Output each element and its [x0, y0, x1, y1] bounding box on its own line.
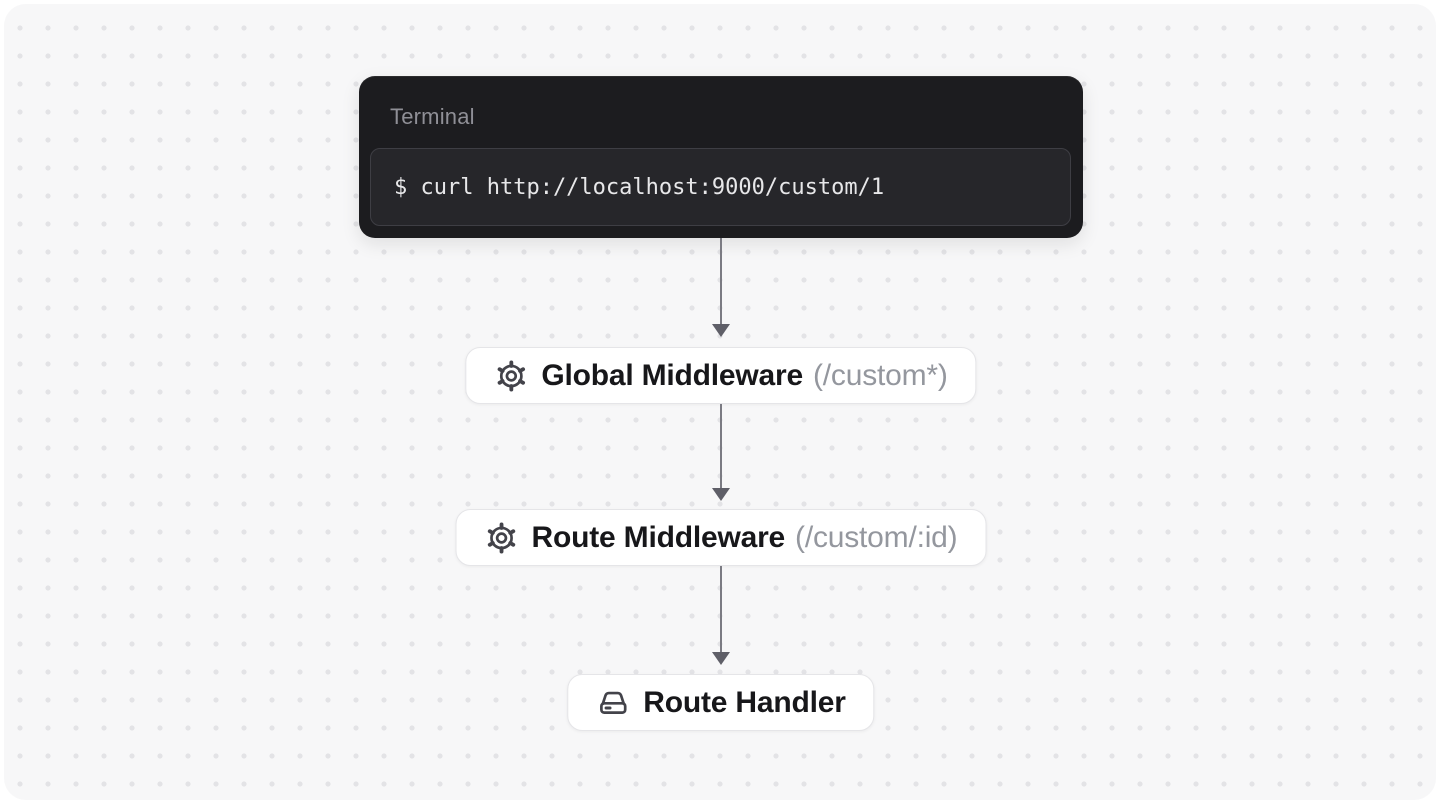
- gear-icon: [494, 359, 528, 393]
- node-route-middleware: Route Middleware (/custom/:id): [455, 509, 987, 566]
- flow-arrow-terminal-to-global: [712, 238, 730, 337]
- arrow-line: [719, 404, 723, 488]
- hard-drive-icon: [596, 686, 630, 720]
- node-label: Global Middleware: [541, 358, 803, 392]
- gear-icon: [485, 521, 519, 555]
- terminal-title: Terminal: [390, 104, 475, 129]
- arrow-line: [719, 238, 723, 324]
- arrow-head-icon: [712, 324, 730, 337]
- node-label: Route Middleware: [531, 520, 786, 554]
- flow-arrow-route-to-handler: [712, 566, 730, 665]
- node-route-handler: Route Handler: [567, 674, 875, 731]
- terminal-window: Terminal $ curl http://localhost:9000/cu…: [359, 76, 1083, 238]
- node-label: Route Handler: [643, 685, 846, 719]
- arrow-head-icon: [712, 488, 730, 501]
- arrow-line: [719, 566, 723, 652]
- terminal-command-box: $ curl http://localhost:9000/custom/1: [370, 148, 1071, 226]
- flow-arrow-global-to-route: [712, 404, 730, 501]
- node-route-path: (/custom*): [812, 358, 948, 392]
- terminal-command-text: $ curl http://localhost:9000/custom/1: [394, 174, 885, 200]
- arrow-head-icon: [712, 652, 730, 665]
- diagram-canvas: Terminal $ curl http://localhost:9000/cu…: [4, 4, 1436, 800]
- node-route-path: (/custom/:id): [795, 520, 958, 554]
- node-global-middleware: Global Middleware (/custom*): [465, 347, 977, 404]
